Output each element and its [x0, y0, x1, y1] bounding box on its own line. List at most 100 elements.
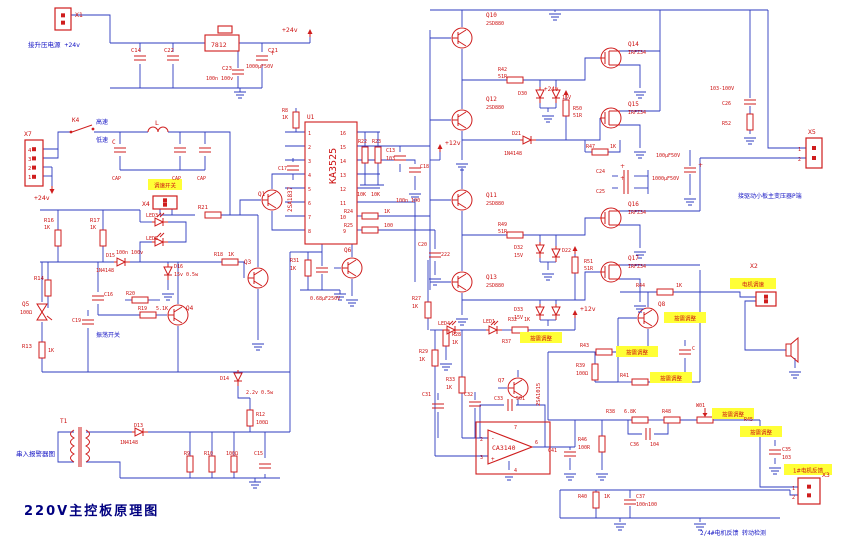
- component-label: R43: [580, 343, 589, 349]
- ic-box: [204, 34, 240, 52]
- highlight-note: [740, 426, 782, 437]
- component-label: 1K: [384, 209, 390, 215]
- wire: [380, 159, 416, 164]
- capacitor-symbol: +: [270, 50, 275, 57]
- wire: [139, 241, 154, 262]
- component-label: 103-100V: [710, 86, 734, 92]
- component-label: 222: [441, 252, 450, 258]
- component-label: D21: [512, 131, 521, 137]
- component-label: D15: [106, 253, 115, 259]
- transistor-symbol: [457, 273, 467, 280]
- component-label: C31: [422, 392, 431, 398]
- component-label: 1: [308, 131, 311, 137]
- component-label: Q7: [498, 378, 505, 384]
- resistor-symbol: [506, 231, 524, 239]
- component-label: 3: [308, 159, 311, 165]
- component-label: C32: [464, 392, 473, 398]
- diode-symbol: [154, 217, 165, 227]
- diode-symbol: [551, 306, 561, 317]
- resistor-symbol: [591, 148, 609, 156]
- resistor-symbol: [304, 259, 312, 277]
- component-label: 51R: [584, 266, 594, 272]
- component-label: 4: [308, 173, 311, 179]
- component-label: 1K: [610, 144, 616, 150]
- component-label: 1K: [676, 283, 682, 289]
- component-label: 100R: [578, 445, 591, 451]
- diode-symbol: [116, 257, 127, 267]
- diode-symbol: [535, 89, 545, 100]
- wire: [516, 404, 546, 447]
- transistor-symbol: [457, 40, 467, 47]
- component-label: 100n 100: [396, 198, 420, 204]
- transistor-symbol: [267, 191, 277, 198]
- component-label: 0.68μF250V: [310, 296, 340, 302]
- component-label: R10: [204, 451, 213, 457]
- connector-pin: [812, 146, 816, 150]
- wire: [57, 431, 74, 463]
- opamp-symbol: [487, 429, 534, 465]
- wire: [271, 211, 285, 231]
- component-label: CA3140: [492, 444, 516, 452]
- highlight-note-label: 1#电机反馈: [793, 467, 824, 475]
- component-label: 6: [535, 440, 538, 446]
- component-label: C36: [630, 442, 639, 448]
- transformer-symbol: [70, 429, 76, 463]
- connector-pin: [61, 20, 65, 25]
- highlight-note-label: 按需调整: [626, 349, 649, 357]
- component-label: 1K: [604, 494, 610, 500]
- component-label: C: [692, 346, 695, 352]
- component-label: 100Ω: [256, 420, 268, 426]
- functional-note: 串入报警器图: [16, 449, 55, 458]
- transistor-symbol: [173, 306, 183, 313]
- component-label: 2SD880: [486, 201, 504, 207]
- led-symbol: [159, 212, 165, 218]
- resistor-symbol: [361, 212, 379, 220]
- component-label: IRFZ34: [628, 110, 646, 116]
- power-arrow: [563, 90, 569, 95]
- component-label: R39: [576, 363, 585, 369]
- component-label: R23: [372, 139, 381, 145]
- component-label: 103: [782, 455, 791, 461]
- component-label: LED5: [146, 236, 158, 242]
- component-label: 2: [792, 495, 795, 501]
- resistor-symbol: [442, 329, 450, 347]
- component-label: 3: [480, 455, 483, 461]
- component-label: R12: [256, 412, 265, 418]
- diode-symbol: [535, 306, 545, 317]
- resistor-symbol: [230, 455, 238, 473]
- component-label: CAP: [112, 176, 121, 182]
- functional-note: 低速: [96, 136, 108, 144]
- wire: [789, 490, 798, 496]
- component-label: 2: [798, 157, 801, 163]
- diode-symbol: [233, 372, 243, 383]
- wire: [767, 10, 806, 149]
- connector-pin: [764, 294, 768, 299]
- component-label: +24v: [544, 86, 559, 93]
- component-label: IRFZ34: [628, 210, 646, 216]
- resistor-symbol: [562, 99, 570, 117]
- wire: [608, 140, 621, 153]
- component-label: K4: [72, 117, 80, 124]
- capacitor-symbol: +: [620, 175, 625, 182]
- component-label: Q12: [486, 96, 497, 103]
- component-label: R14: [34, 276, 45, 282]
- component-label: C25: [596, 189, 605, 195]
- component-label: 100n 100v: [116, 250, 143, 256]
- component-label: 12: [340, 187, 346, 193]
- switch-symbol: [91, 127, 95, 131]
- component-label: X2: [750, 262, 758, 270]
- resistor-symbol: [54, 229, 62, 247]
- component-label: 10: [340, 215, 346, 221]
- component-label: R29: [419, 349, 428, 355]
- component-label: R46: [578, 437, 587, 443]
- component-label: R32: [508, 317, 517, 323]
- resistor-symbol: [631, 378, 649, 386]
- component-label: R42: [498, 67, 507, 73]
- diode-symbol: [551, 248, 561, 259]
- wire: [237, 386, 250, 399]
- power-arrow: [572, 246, 578, 251]
- component-label: 1K: [44, 225, 50, 231]
- triac-symbol: [36, 303, 48, 313]
- component-label: 1N4148: [120, 440, 138, 446]
